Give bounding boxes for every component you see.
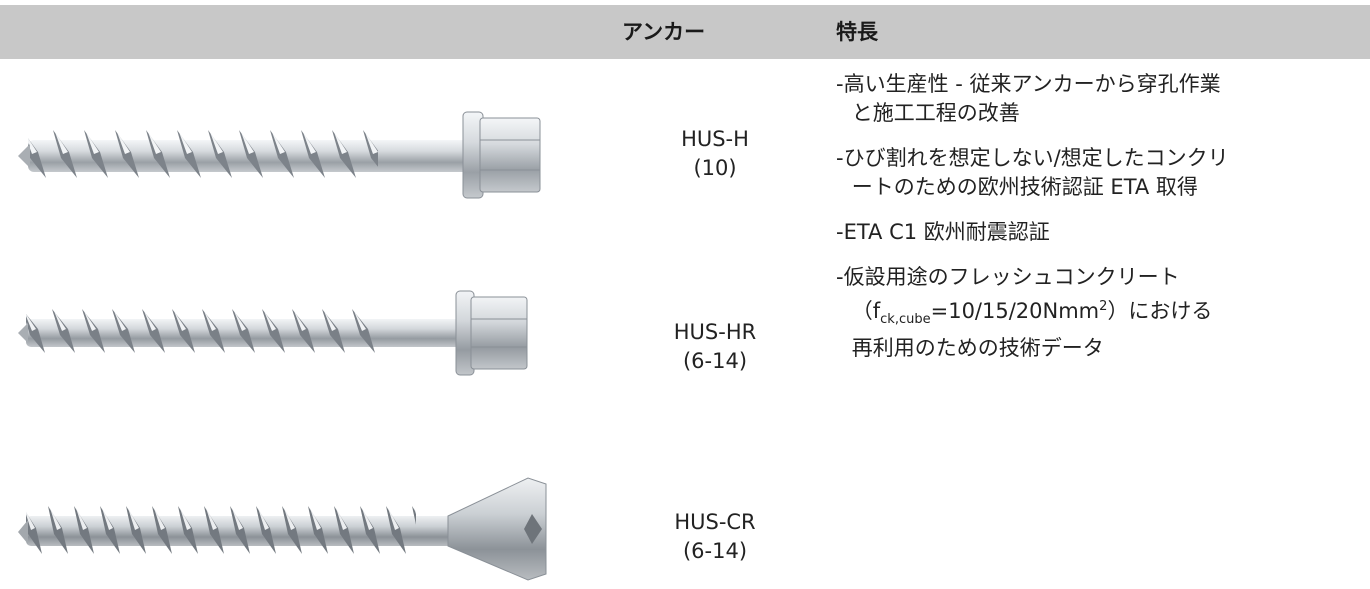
feature-text: と施工工程の改善: [851, 101, 1020, 125]
feature-formula-line: （fck,cube=10/15/20Nmm2）における: [836, 292, 1356, 334]
feature-text: ートのための欧州技術認証 ETA 取得: [851, 175, 1198, 199]
anchor-label-hus-cr: HUS-CR (6-14): [635, 508, 795, 566]
subscript: ck,cube: [880, 312, 931, 328]
feature-item: -仮設用途のフレッシュコンクリート （fck,cube=10/15/20Nmm2…: [836, 263, 1356, 363]
column-header-anchor: アンカー: [622, 20, 706, 44]
feature-list: -高い生産性 - 従来アンカーから穿孔作業 と施工工程の改善 -ひび割れを想定し…: [836, 70, 1356, 379]
anchor-name: HUS-CR: [674, 510, 756, 534]
anchor-range: (10): [693, 156, 737, 180]
anchor-range: (6-14): [682, 539, 748, 563]
table-header: アンカー 特長: [0, 5, 1370, 59]
superscript: 2: [1099, 299, 1108, 314]
feature-item: -ひび割れを想定しない/想定したコンクリ ートのための欧州技術認証 ETA 取得: [836, 144, 1356, 202]
feature-text: （f: [851, 299, 881, 323]
hus-h-screw-image: [18, 100, 558, 210]
anchor-range: (6-14): [682, 349, 748, 373]
feature-text: 再利用のための技術データ: [851, 336, 1104, 361]
feature-item: -ETA C1 欧州耐震認証: [836, 218, 1356, 247]
hus-hr-screw-image: [18, 283, 558, 383]
feature-item: -高い生産性 - 従来アンカーから穿孔作業 と施工工程の改善: [836, 70, 1356, 128]
feature-text: -ETA C1 欧州耐震認証: [836, 220, 1050, 244]
anchor-label-hus-hr: HUS-HR (6-14): [635, 318, 795, 376]
hus-cr-screw-image: [18, 474, 558, 584]
anchor-label-hus-h: HUS-H (10): [635, 125, 795, 183]
anchor-name: HUS-H: [681, 127, 749, 151]
column-header-features: 特長: [836, 20, 878, 44]
feature-text: =10/15/20Nmm: [930, 299, 1100, 323]
feature-text: -仮設用途のフレッシュコンクリート: [836, 265, 1180, 289]
feature-text: -ひび割れを想定しない/想定したコンクリ: [836, 146, 1229, 170]
feature-text: ）における: [1107, 299, 1213, 323]
feature-text: -高い生産性 - 従来アンカーから穿孔作業: [836, 72, 1221, 96]
anchor-name: HUS-HR: [673, 320, 757, 344]
